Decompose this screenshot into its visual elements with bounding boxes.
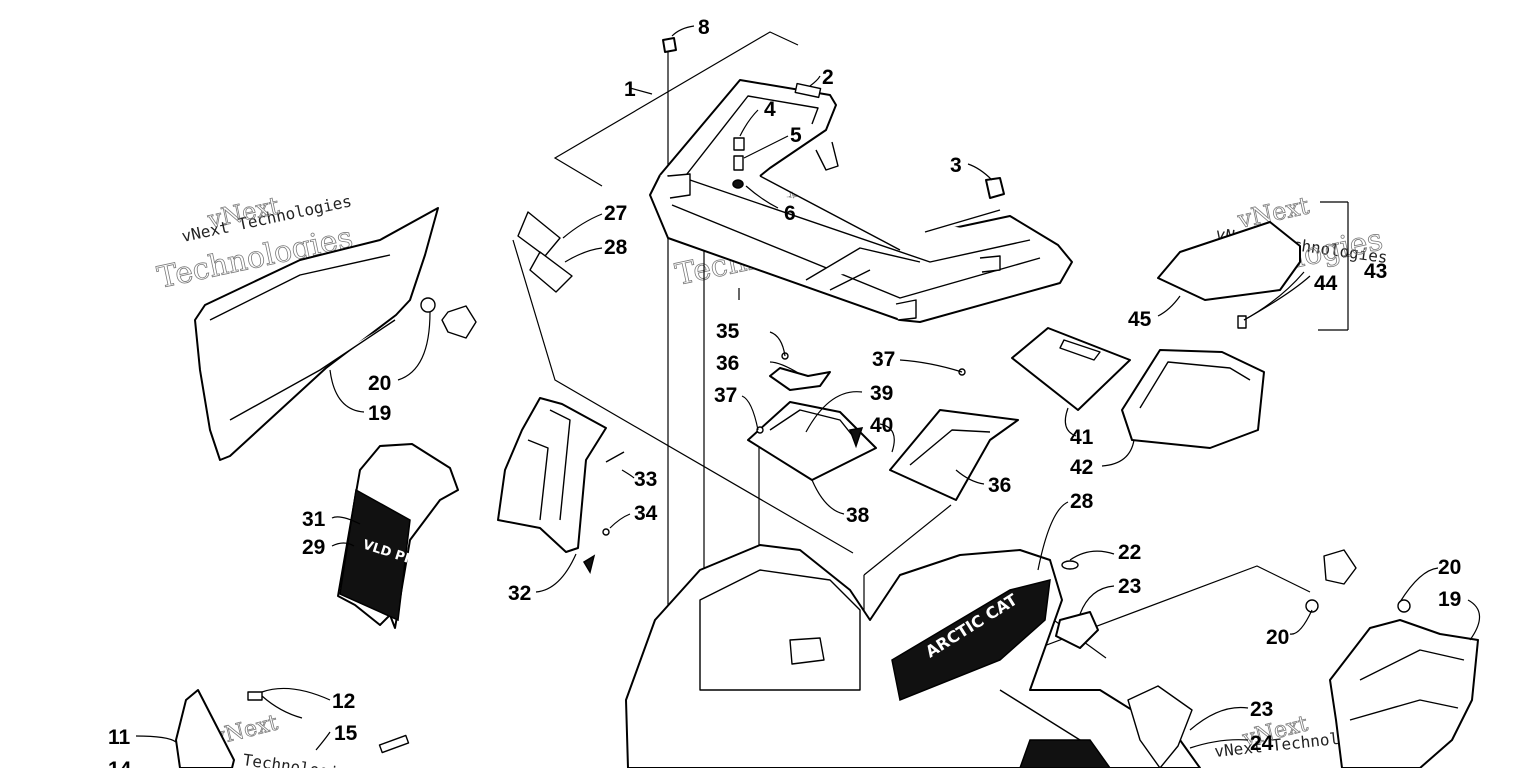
callout-21: 22 xyxy=(1118,541,1141,564)
callout-2: 2 xyxy=(822,66,834,89)
top-cover xyxy=(1157,201,1349,331)
callout-5: 5 xyxy=(790,124,802,147)
callout-20-right-bottom: 20 xyxy=(1266,626,1289,649)
storage-box xyxy=(1121,349,1265,449)
callout-24: 24 xyxy=(1250,732,1274,755)
storage-plate xyxy=(747,352,966,481)
callout-22: 23 xyxy=(1118,575,1141,598)
callout-39: 38 xyxy=(846,504,870,527)
callout-31: 29 xyxy=(302,536,325,559)
callout-36-right: 36 xyxy=(988,474,1011,497)
washer-bracket xyxy=(1055,560,1099,649)
callout-6: 6 xyxy=(784,202,796,225)
headlight-assembly xyxy=(175,689,410,768)
grommet-20 xyxy=(420,297,436,313)
callout-23: 23 xyxy=(1250,698,1273,721)
callout-40: 39 xyxy=(870,382,893,405)
callout-20-left: 20 xyxy=(368,372,391,395)
callout-41: 40 xyxy=(870,414,893,437)
callout-36-top: 35 xyxy=(716,320,740,343)
decals-27-28 xyxy=(517,211,573,293)
left-fender xyxy=(194,207,477,461)
nut-20 xyxy=(1323,549,1357,585)
callout-3: 3 xyxy=(950,154,962,177)
storage-lid xyxy=(1011,327,1131,411)
leader-lines xyxy=(135,25,1481,751)
callout-32: 31 xyxy=(302,508,326,531)
nut-20 xyxy=(441,305,477,339)
callout-20-right-top: 20 xyxy=(1438,556,1461,579)
callout-35: 34 xyxy=(634,502,658,525)
callout-46: 45 xyxy=(1128,308,1152,331)
rack-grip xyxy=(794,82,822,99)
side-panel: VLD PRO xyxy=(337,443,459,629)
bolt-8 xyxy=(662,37,677,53)
callout-12: 12 xyxy=(332,690,355,713)
callout-43: 42 xyxy=(1070,456,1093,479)
callout-11: 11 xyxy=(108,726,131,749)
callout-19-right: 19 xyxy=(1438,588,1461,611)
callout-33: 32 xyxy=(508,582,531,605)
callout-8: 8 xyxy=(698,16,710,39)
callout-4: 4 xyxy=(764,98,776,121)
callout-labels: 8 1 2 4 5 3 6 27 28 20 19 31 29 33 34 32… xyxy=(108,16,1461,768)
callout-44: 43 xyxy=(1364,260,1387,283)
bracket-41 xyxy=(889,409,1019,501)
callout-14: 14 xyxy=(108,758,132,768)
callout-19-left: 19 xyxy=(368,402,391,425)
cap-3 xyxy=(985,177,1005,199)
decals-23-24 xyxy=(1127,685,1193,768)
callout-45: 44 xyxy=(1314,272,1338,295)
callout-27: 27 xyxy=(604,202,627,225)
bolt-4 xyxy=(733,137,745,151)
callout-28: 28 xyxy=(604,236,628,259)
grommet-20 xyxy=(1397,599,1411,613)
right-fender xyxy=(1305,549,1479,768)
callout-38: 37 xyxy=(714,384,737,407)
front-body: ARCTIC CAT xyxy=(625,544,1201,768)
callout-37-right: 37 xyxy=(872,348,895,371)
front-rack xyxy=(649,79,1073,323)
front-inner-panel xyxy=(497,397,625,574)
rack-hardware xyxy=(662,37,1005,199)
callout-29: 28 xyxy=(1070,490,1094,513)
spacer-5 xyxy=(733,155,744,171)
grommet-20 xyxy=(1305,599,1319,613)
callout-34: 33 xyxy=(634,468,657,491)
callout-1: 1 xyxy=(624,78,636,101)
callout-15: 15 xyxy=(334,722,358,745)
nut-6 xyxy=(732,179,744,189)
callout-37-left: 36 xyxy=(716,352,739,375)
callout-42: 41 xyxy=(1070,426,1094,449)
